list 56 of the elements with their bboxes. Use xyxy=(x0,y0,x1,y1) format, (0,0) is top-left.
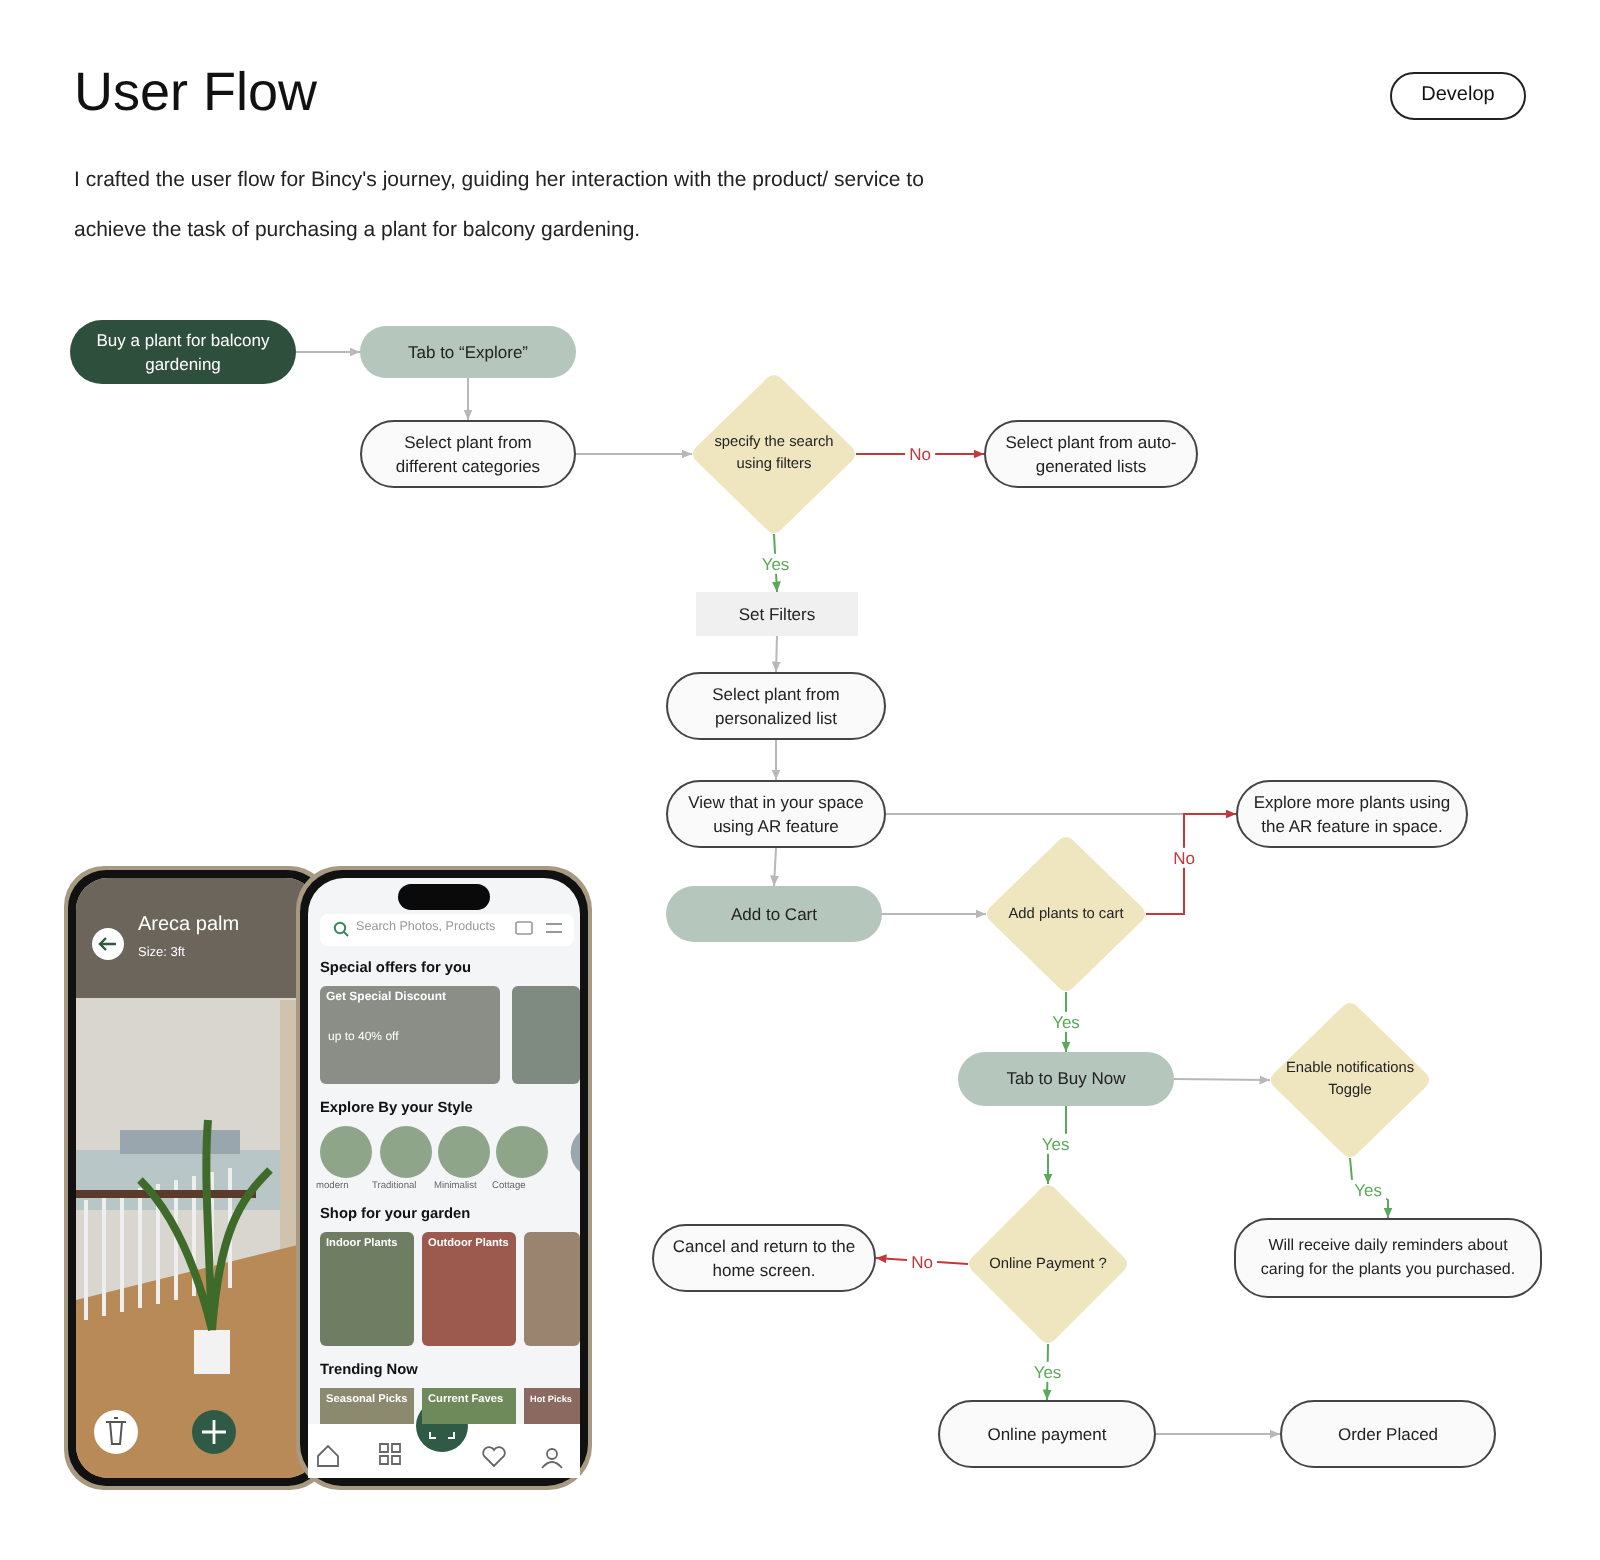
decision-diamond xyxy=(692,374,856,534)
product-title: Areca palm xyxy=(138,914,242,939)
arrow xyxy=(1043,1105,1067,1185)
edge-label: No xyxy=(907,1250,937,1272)
process-pill xyxy=(666,672,886,740)
node-label: Select plant from personalized list xyxy=(710,681,842,731)
process-pill xyxy=(1236,780,1468,848)
node-label: Select plant from different categories xyxy=(393,429,543,479)
decision-diamond xyxy=(968,1184,1128,1344)
action-pill xyxy=(360,326,576,378)
process-box xyxy=(696,592,858,636)
page-title: User Flow xyxy=(74,62,318,124)
start-pill xyxy=(70,320,296,384)
node-label: Order Placed xyxy=(1335,1421,1441,1447)
arrow xyxy=(1145,809,1237,915)
arrow xyxy=(295,347,361,357)
arrow xyxy=(463,377,473,421)
node-label: Set Filters xyxy=(736,601,818,627)
arrow xyxy=(855,449,985,459)
arrow xyxy=(1155,1429,1281,1439)
edge-label: Yes xyxy=(757,552,794,574)
process-pill xyxy=(1280,1400,1496,1468)
action-pill xyxy=(666,886,882,942)
node-label: Explore more plants using the AR feature in space. xyxy=(1251,789,1453,839)
arrow xyxy=(771,635,781,673)
develop-tag: Develop xyxy=(1390,72,1526,120)
node-label: Select plant from auto-generated lists xyxy=(1003,429,1179,479)
node-label: Cancel and return to the home screen. xyxy=(670,1233,858,1283)
node-label: Add to Cart xyxy=(729,901,819,927)
description-text: I crafted the user flow for Bincy's journey, guiding her interaction with the product/ service to achieve the task of purchasing a plant for balcony gardening. xyxy=(74,166,926,246)
process-pill xyxy=(984,420,1198,488)
edge-label: Yes xyxy=(1037,1134,1074,1155)
decision-diamond xyxy=(986,836,1146,992)
node-label: Tab to “Explore” xyxy=(406,339,530,365)
arrow xyxy=(1173,1075,1271,1085)
node-label: Will receive daily reminders about caring for the plants you purchased. xyxy=(1258,1234,1518,1282)
arrow xyxy=(575,449,693,459)
edge-label: Yes xyxy=(1029,1361,1066,1383)
process-pill xyxy=(360,420,576,488)
edge-label: No xyxy=(1169,846,1199,868)
decision-diamond xyxy=(1270,1002,1430,1158)
edge-label: Yes xyxy=(1048,1011,1084,1033)
node-label: Buy a plant for balcony gardening xyxy=(94,327,272,377)
arrow xyxy=(881,909,987,919)
arrow xyxy=(771,739,781,781)
process-pill xyxy=(652,1224,876,1292)
edge-label: Yes xyxy=(1350,1178,1387,1200)
node-label: Online payment xyxy=(985,1421,1109,1447)
process-pill xyxy=(938,1400,1156,1468)
node-label: View that in your space using AR feature xyxy=(686,789,866,839)
node-label: Tab to Buy Now xyxy=(1004,1066,1128,1092)
process-pill xyxy=(1234,1218,1542,1298)
process-pill xyxy=(666,780,886,848)
edge-label: No xyxy=(905,443,935,465)
action-pill xyxy=(958,1052,1174,1106)
arrow xyxy=(770,847,780,887)
